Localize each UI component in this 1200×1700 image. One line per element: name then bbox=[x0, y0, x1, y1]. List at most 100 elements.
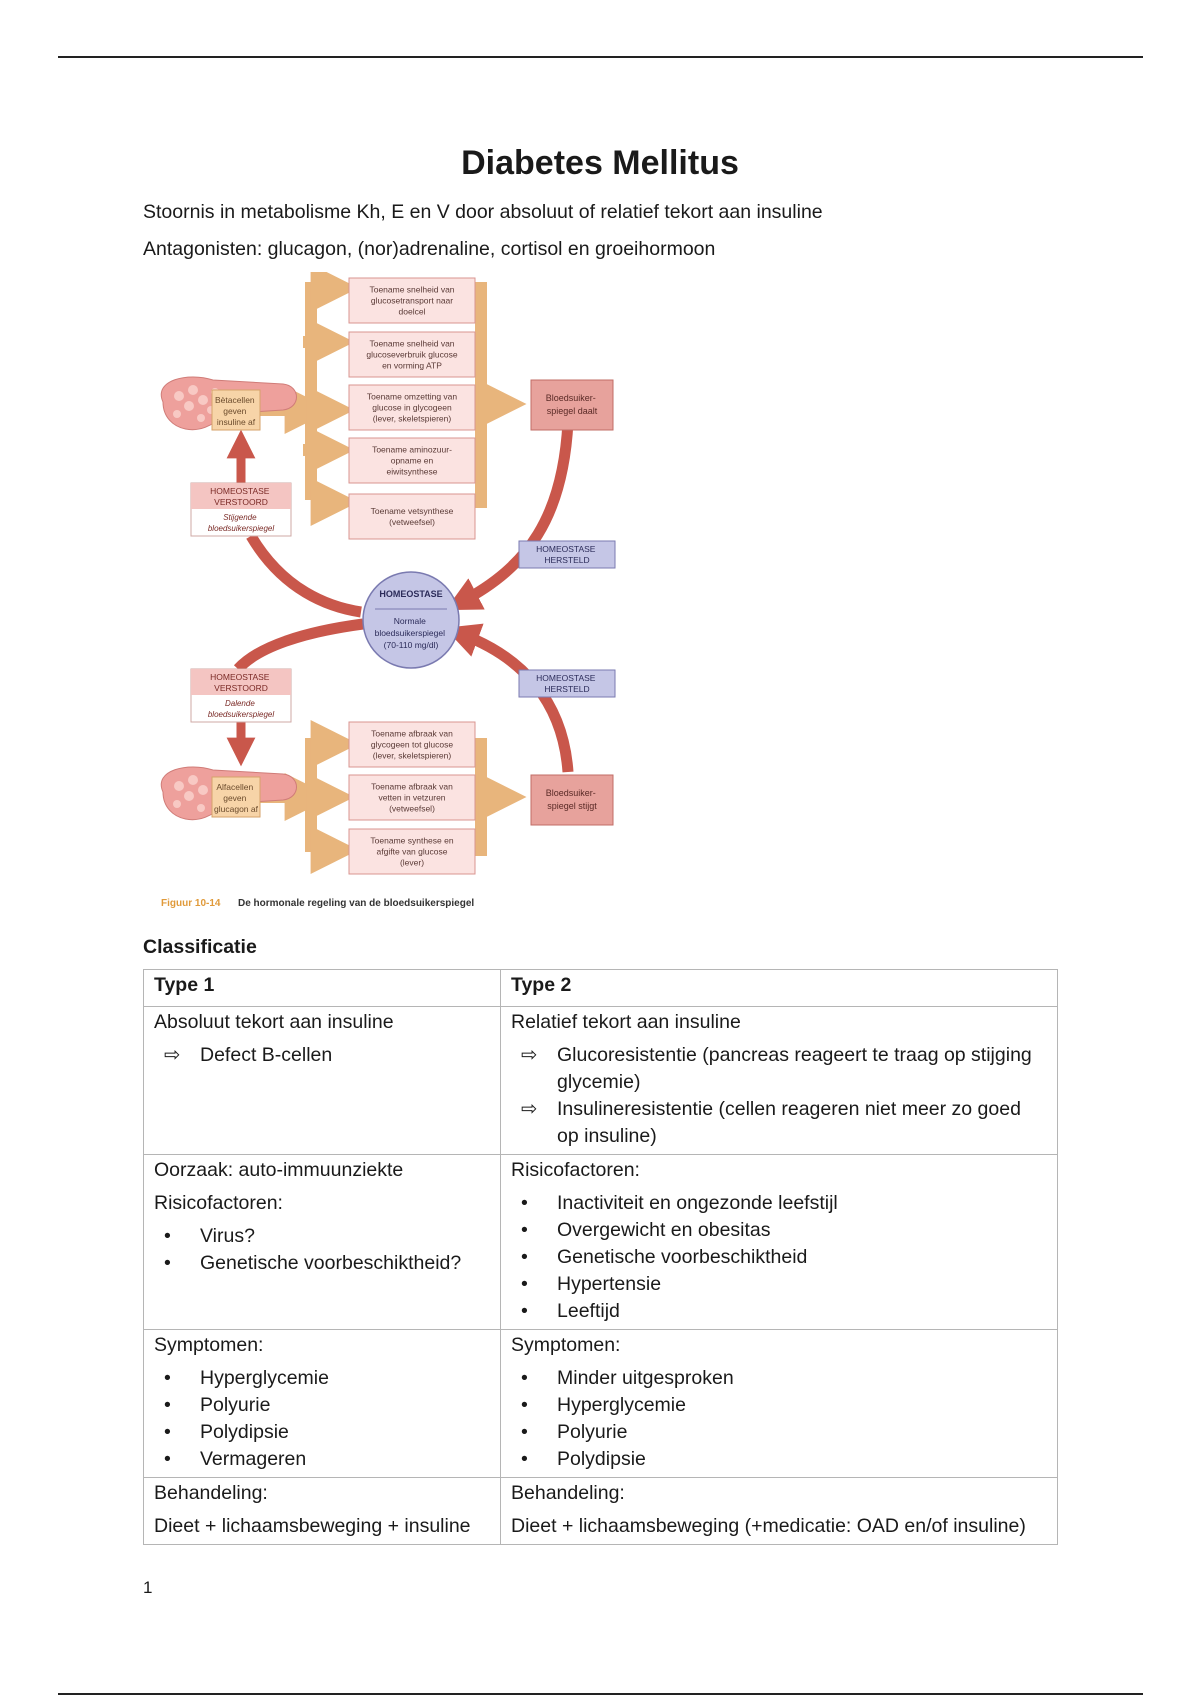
list-item: •Polyurie bbox=[521, 1421, 628, 1443]
effect-box: Toename vetsynthese(vetweefsel) bbox=[348, 493, 476, 540]
list-item: ⇨Insulineresistentie (cellen reageren ni… bbox=[521, 1098, 1021, 1147]
loop-arrow-rising bbox=[246, 533, 362, 618]
list-item: •Polydipsie bbox=[164, 1421, 289, 1443]
blood-sugar-regulation-figure: Bètacellen geven insuline af Alfacellen … bbox=[160, 272, 616, 909]
blood-sugar-rises-box: Bloedsuiker- spiegel stijgt bbox=[530, 774, 614, 826]
type1-treatment-label: Behandeling: bbox=[154, 1482, 268, 1504]
page-title: Diabetes Mellitus bbox=[461, 144, 739, 182]
definition-line: Stoornis in metabolisme Kh, E en V door … bbox=[143, 201, 823, 223]
svg-text:HOMEOSTASE VERSTOORD: HOMEOSTASE VERSTOORD bbox=[210, 486, 272, 507]
type1-risk-label: Risicofactoren: bbox=[154, 1192, 283, 1214]
table-row: Symptomen: •Hyperglycemie •Polyurie •Pol… bbox=[143, 1329, 1058, 1478]
svg-text:Bloedsuiker- spiegel sti: Bloedsuiker- spiegel stijgt bbox=[546, 788, 599, 811]
list-item: •Vermageren bbox=[164, 1448, 307, 1470]
type2-deficiency-list: ⇨Glucoresistentie (pancreas reageert te … bbox=[511, 1042, 1047, 1150]
svg-text:Alfacellen geven g: Alfacellen geven glucagon af bbox=[214, 782, 259, 814]
list-item: •Overgewicht en obesitas bbox=[521, 1219, 771, 1241]
type2-symptoms-cell: Symptomen: •Minder uitgesproken •Hypergl… bbox=[500, 1329, 1058, 1478]
homeostasis-restored-bottom: HOMEOSTASE HERSTELD bbox=[518, 669, 616, 698]
type2-treatment-cell: Behandeling: Dieet + lichaamsbeweging (+… bbox=[500, 1477, 1058, 1545]
type2-deficiency-text: Relatief tekort aan insuline bbox=[511, 1011, 741, 1033]
classification-table: Type 1 Type 2 Absoluut tekort aan insuli… bbox=[143, 969, 1058, 1545]
list-item: •Polydipsie bbox=[521, 1448, 646, 1470]
arrow-bullet-icon: ⇨ bbox=[164, 1044, 181, 1066]
figure-caption: Figuur 10-14 De hormonale regeling van d… bbox=[161, 898, 474, 909]
svg-text:Stijgende bloedsuikerspi: Stijgende bloedsuikerspiegel bbox=[208, 513, 274, 533]
type2-deficiency-cell: Relatief tekort aan insuline ⇨Glucoresis… bbox=[500, 1006, 1058, 1155]
type1-cause-cell: Oorzaak: auto-immuunziekte Risicofactore… bbox=[143, 1154, 501, 1330]
type1-risk-list: •Virus? •Genetische voorbeschiktheid? bbox=[154, 1223, 490, 1277]
list-item: •Hyperglycemie bbox=[164, 1367, 329, 1389]
svg-text:Normale bloedsuikerspieg: Normale bloedsuikerspiegel (70-110 mg/dl… bbox=[375, 616, 448, 650]
type2-symptoms-label: Symptomen: bbox=[511, 1334, 621, 1356]
type2-symptoms-list: •Minder uitgesproken •Hyperglycemie •Pol… bbox=[511, 1365, 1047, 1473]
type2-risk-cell: Risicofactoren: •Inactiviteit en ongezon… bbox=[500, 1154, 1058, 1330]
svg-text:HOMEOSTASE VERSTOORD: HOMEOSTASE VERSTOORD bbox=[210, 672, 272, 693]
classification-heading: Classificatie bbox=[143, 936, 257, 958]
list-item: •Inactiviteit en ongezonde leefstijl bbox=[521, 1192, 838, 1214]
list-item: ⇨Glucoresistentie (pancreas reageert te … bbox=[521, 1044, 1032, 1093]
type2-risk-list: •Inactiviteit en ongezonde leefstijl •Ov… bbox=[511, 1190, 1047, 1325]
list-item: •Virus? bbox=[164, 1225, 255, 1247]
svg-text:Bètacellen geven i: Bètacellen geven insuline af bbox=[215, 395, 257, 427]
beta-cells-box: Bètacellen geven insuline af bbox=[211, 389, 261, 431]
type1-symptoms-label: Symptomen: bbox=[154, 1334, 264, 1356]
arrow-bullet-icon: ⇨ bbox=[521, 1044, 538, 1066]
list-item: •Minder uitgesproken bbox=[521, 1367, 734, 1389]
list-item: •Hypertensie bbox=[521, 1273, 662, 1295]
homeostasis-circle: HOMEOSTASE Normale bloedsuikerspiegel (7… bbox=[362, 571, 460, 669]
page-number: 1 bbox=[143, 1578, 153, 1597]
table-header-row: Type 1 Type 2 bbox=[143, 969, 1058, 1007]
svg-text:HOMEOSTASE HERSTELD: HOMEOSTASE HERSTELD bbox=[536, 544, 598, 565]
homeostasis-disturbed-top: HOMEOSTASE VERSTOORD Stijgende bloedsuik… bbox=[190, 482, 292, 537]
blood-sugar-drops-box: Bloedsuiker- spiegel daalt bbox=[530, 379, 614, 431]
type1-treatment-text: Dieet + lichaamsbeweging + insuline bbox=[154, 1515, 471, 1537]
type1-deficiency-cell: Absoluut tekort aan insuline ⇨Defect B-c… bbox=[143, 1006, 501, 1155]
svg-text:Dalende bloedsuikerspieg: Dalende bloedsuikerspiegel bbox=[208, 699, 274, 719]
list-item: •Hyperglycemie bbox=[521, 1394, 686, 1416]
loop-arrow-falling bbox=[233, 618, 364, 673]
svg-text:Toename vetsynthese(vetweefsel: Toename vetsynthese(vetweefsel) bbox=[371, 506, 454, 527]
table-row: Behandeling: Dieet + lichaamsbeweging + … bbox=[143, 1477, 1058, 1545]
header-type-1: Type 1 bbox=[143, 969, 501, 1007]
type1-symptoms-list: •Hyperglycemie •Polyurie •Polydipsie •Ve… bbox=[154, 1365, 490, 1473]
antagonists-line: Antagonisten: glucagon, (nor)adrenaline,… bbox=[143, 238, 716, 260]
type1-deficiency-text: Absoluut tekort aan insuline bbox=[154, 1011, 394, 1033]
homeostasis-disturbed-bottom: HOMEOSTASE VERSTOORD Dalende bloedsuiker… bbox=[190, 668, 292, 723]
type1-deficiency-list: ⇨Defect B-cellen bbox=[154, 1042, 490, 1069]
list-item: ⇨Defect B-cellen bbox=[154, 1042, 490, 1069]
type2-treatment-label: Behandeling: bbox=[511, 1482, 625, 1504]
list-item: •Leeftijd bbox=[521, 1300, 620, 1322]
list-item: •Polyurie bbox=[164, 1394, 271, 1416]
header-rule bbox=[58, 56, 1143, 58]
header-type-2: Type 2 bbox=[500, 969, 1058, 1007]
list-item: •Genetische voorbeschiktheid? bbox=[164, 1252, 462, 1274]
svg-text:HOMEOSTASE: HOMEOSTASE bbox=[379, 589, 442, 599]
type1-cause: Oorzaak: auto-immuunziekte bbox=[154, 1159, 404, 1181]
footer-rule bbox=[58, 1693, 1143, 1695]
arrow-bullet-icon: ⇨ bbox=[521, 1098, 538, 1120]
table-row: Oorzaak: auto-immuunziekte Risicofactore… bbox=[143, 1154, 1058, 1330]
type2-treatment-text: Dieet + lichaamsbeweging (+medicatie: OA… bbox=[511, 1515, 1026, 1537]
type2-risk-label: Risicofactoren: bbox=[511, 1159, 640, 1181]
svg-text:Bloedsuiker- spiegel daa: Bloedsuiker- spiegel daalt bbox=[546, 393, 599, 416]
homeostasis-restored-top: HOMEOSTASE HERSTELD bbox=[518, 540, 616, 569]
type1-treatment-cell: Behandeling: Dieet + lichaamsbeweging + … bbox=[143, 1477, 501, 1545]
alpha-cells-box: Alfacellen geven glucagon af bbox=[211, 776, 261, 818]
